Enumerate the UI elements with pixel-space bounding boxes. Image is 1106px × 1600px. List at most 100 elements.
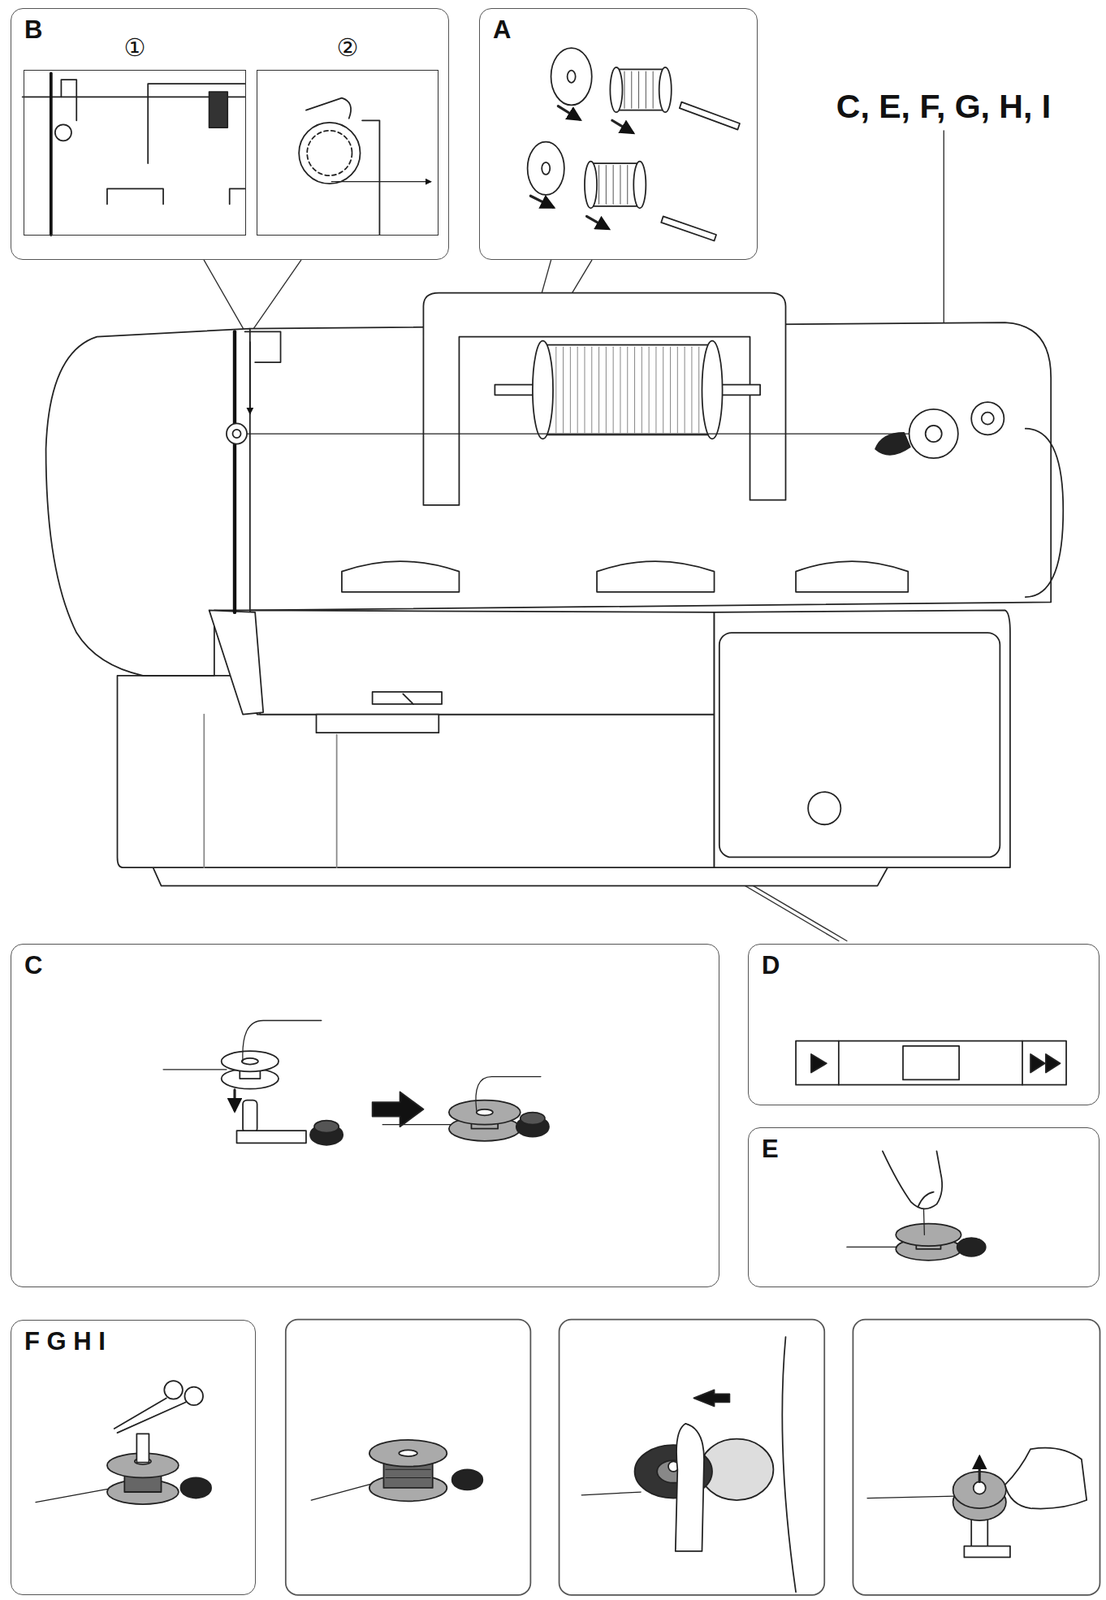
winder-switch-symbol xyxy=(1021,1041,1024,1085)
sewing-machine xyxy=(662,346,664,433)
sewing-machine xyxy=(598,346,600,433)
bobbin-placement-illustration xyxy=(237,1130,307,1143)
sewing-machine xyxy=(577,346,579,433)
step-panel: F G H I xyxy=(10,1319,256,1595)
thread-guide-illustration xyxy=(22,73,432,235)
spool-cap-illustration xyxy=(530,195,553,208)
sewing-machine xyxy=(698,346,700,433)
sewing-machine xyxy=(648,346,650,433)
panel-letter: C xyxy=(24,950,43,981)
wound-bobbin-illustration xyxy=(398,1449,418,1456)
thread-guide-illustration xyxy=(298,122,360,184)
panel-letter: B xyxy=(24,15,43,45)
spool-cap-illustration xyxy=(679,102,740,130)
bobbin-placement-illustration xyxy=(242,1020,322,1062)
sewing-machine xyxy=(641,346,643,433)
spool-cap-illustration xyxy=(567,70,576,83)
remove-bobbin-illustration xyxy=(978,1456,981,1482)
bobbin-placement-illustration xyxy=(520,1112,545,1125)
sewing-machine xyxy=(613,346,614,433)
sewing-machine xyxy=(909,409,959,458)
sewing-machine xyxy=(336,734,338,868)
sewing-machine xyxy=(250,609,715,714)
thread-guide-illustration xyxy=(209,91,229,128)
thread-guide-illustration xyxy=(306,98,351,119)
sewing-machine xyxy=(545,345,709,436)
detail-view: ② xyxy=(256,69,439,236)
thread-hold-illustration xyxy=(846,1246,900,1248)
spool-cap-illustration xyxy=(617,69,664,110)
winder-switch-symbol xyxy=(1030,1054,1046,1073)
trim-thread-illustration xyxy=(116,1401,186,1433)
spool-cap-illustration xyxy=(612,120,633,133)
sewing-machine xyxy=(570,346,571,433)
sewing-machine xyxy=(591,346,592,433)
thread-hold-illustration xyxy=(957,1237,986,1257)
thread-guide-illustration xyxy=(331,181,431,182)
wound-bobbin-illustration xyxy=(311,1481,380,1500)
sewing-machine xyxy=(341,561,459,592)
spool-cap-illustration xyxy=(659,67,672,113)
bobbin-placement-illustration xyxy=(221,1050,279,1072)
spool-cap-illustration xyxy=(584,161,597,209)
bobbin-placement-illustration xyxy=(233,1089,236,1111)
spool-cap-illustration xyxy=(645,71,647,109)
thread-hold-illustration xyxy=(846,1150,986,1260)
spool-cap-illustration xyxy=(609,67,623,113)
sewing-machine xyxy=(555,346,557,433)
sewing-machine xyxy=(532,341,553,440)
thread-hold-illustration xyxy=(882,1150,942,1209)
sewing-machine xyxy=(233,331,237,613)
spool-cap-illustration xyxy=(527,47,740,241)
sewing-machine xyxy=(807,791,841,825)
winder-switch-symbol xyxy=(838,1041,840,1085)
spool-cap-illustration xyxy=(623,71,625,109)
panel-letter: ① xyxy=(24,33,246,62)
remove-bobbin-illustration xyxy=(963,1546,1011,1558)
spool-cap-illustration xyxy=(527,142,565,195)
sewing-machine xyxy=(46,293,1064,886)
panel-letter: A xyxy=(492,15,511,45)
step-panel xyxy=(285,1319,1101,1595)
spool-cap-illustration xyxy=(599,165,628,205)
thread-guide-illustration xyxy=(229,188,246,204)
sewing-machine xyxy=(925,425,942,442)
step-panel: C xyxy=(10,943,720,1288)
sewing-machine xyxy=(719,632,1001,857)
spool-cap-illustration xyxy=(630,71,632,109)
thread-guide-illustration xyxy=(107,188,164,204)
wound-bobbin-illustration xyxy=(311,1439,483,1501)
spool-cap-illustration xyxy=(613,165,614,205)
sewing-machine xyxy=(795,561,908,592)
sewing-machine xyxy=(691,346,692,433)
bobbin-placement-illustration xyxy=(382,1123,454,1125)
trim-thread-illustration xyxy=(184,1386,204,1406)
bobbin-placement-illustration xyxy=(372,1091,424,1127)
detail-view: ① xyxy=(23,69,247,236)
step-panel: E xyxy=(747,1127,1100,1288)
sewing-machine xyxy=(634,346,636,433)
wound-bobbin-illustration xyxy=(385,1468,431,1470)
spool-cap-illustration xyxy=(598,165,600,205)
push-stopper-illustration xyxy=(781,1336,796,1592)
sewing-machine xyxy=(714,609,1011,868)
step-panel: B①② xyxy=(10,8,450,260)
spool-cap-illustration xyxy=(626,165,628,205)
bobbin-placement-illustration xyxy=(314,1120,339,1133)
spool-cap-illustration xyxy=(624,71,653,109)
sewing-machine xyxy=(316,714,440,734)
step-panel xyxy=(852,1319,1100,1595)
trim-thread-illustration xyxy=(180,1477,212,1498)
sewing-machine xyxy=(249,341,251,414)
bobbin-placement-illustration xyxy=(163,1068,227,1070)
trim-thread-illustration xyxy=(136,1433,149,1462)
sewing-machine xyxy=(701,341,722,440)
thread-guide-illustration xyxy=(362,120,380,235)
push-stopper-illustration xyxy=(581,1491,641,1495)
sewing-machine xyxy=(626,346,628,433)
thread-guide-illustration xyxy=(306,130,352,176)
winder-switch-symbol xyxy=(811,1054,827,1073)
push-stopper-illustration xyxy=(675,1423,705,1551)
thread-guide-illustration xyxy=(55,124,72,141)
